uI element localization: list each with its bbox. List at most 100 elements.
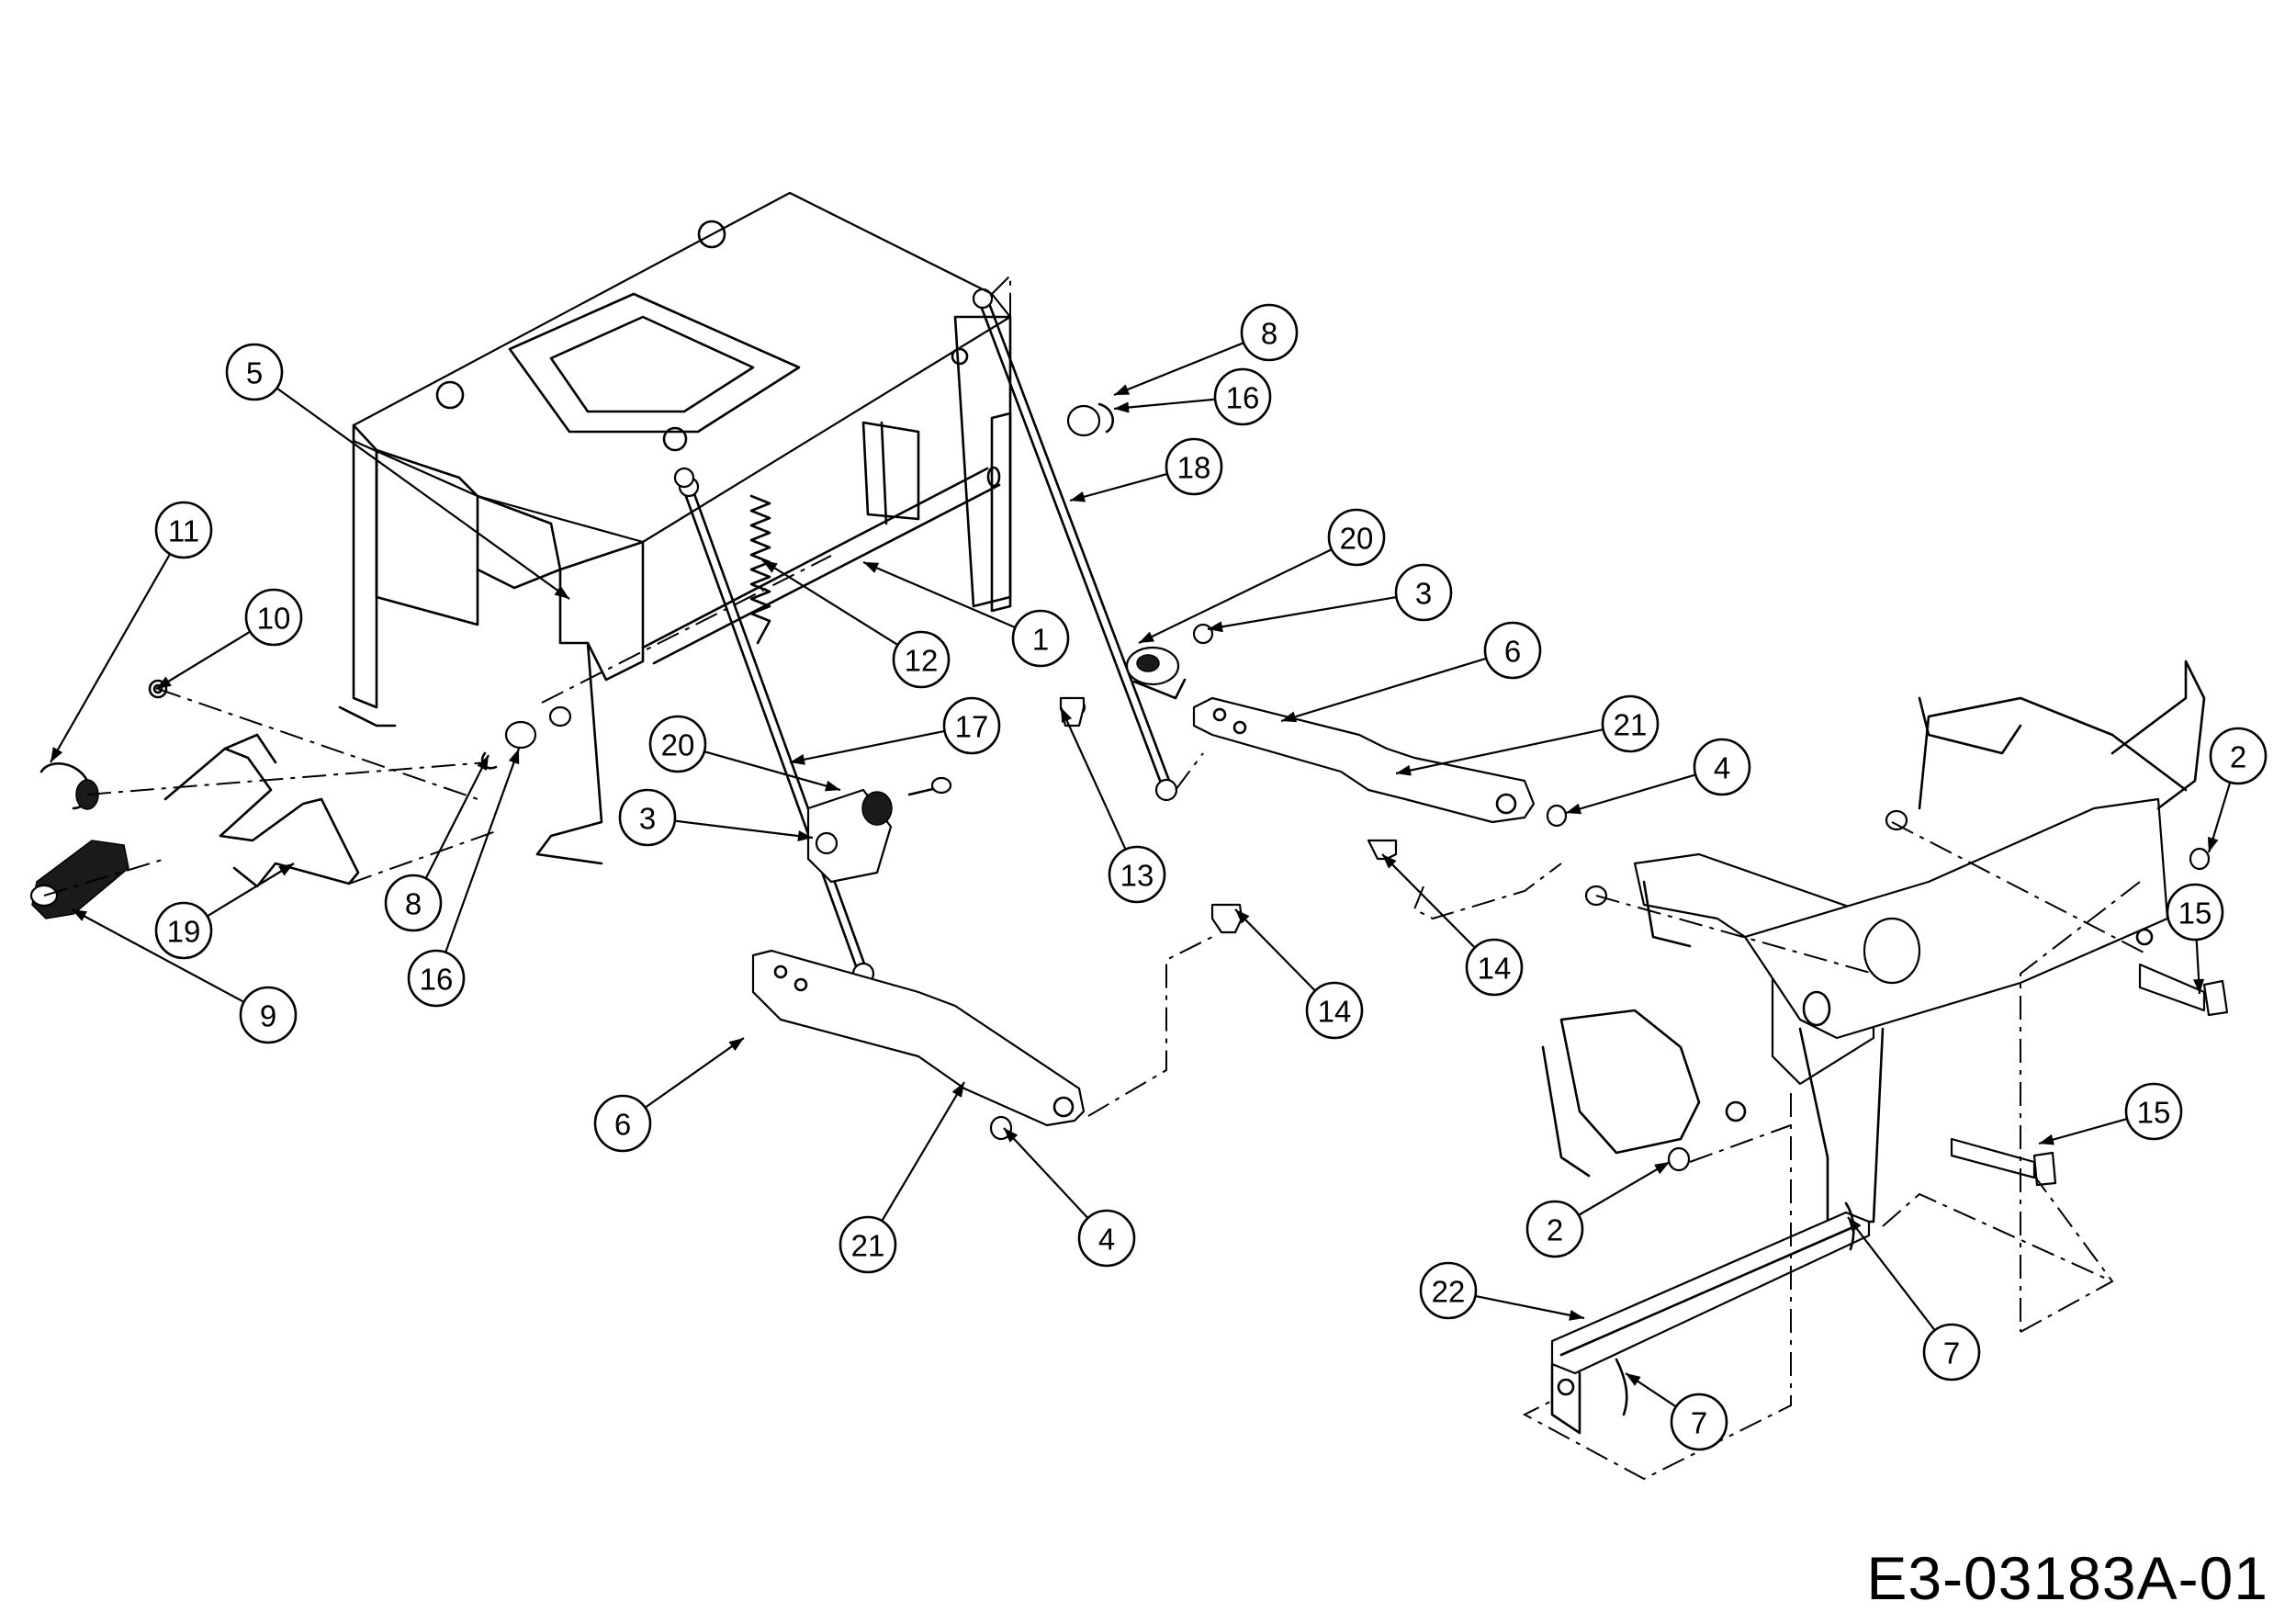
callout-number: 4 [1098, 1223, 1115, 1257]
callout-18: 18 [1069, 437, 1223, 502]
callout-4: 4 [1565, 738, 1751, 815]
leader-arrowhead [1004, 1128, 1019, 1143]
callout-circle [1011, 609, 1070, 668]
leader-line [761, 559, 899, 647]
callout-number: 3 [1415, 577, 1432, 611]
callout-number: 2 [1547, 1213, 1563, 1247]
callout-4: 4 [1003, 1127, 1136, 1268]
callout-number: 17 [955, 710, 989, 744]
leader-line [1207, 595, 1397, 631]
callout-circle [1693, 738, 1751, 796]
leader-line [862, 560, 1016, 629]
callout-number: 14 [1478, 952, 1512, 986]
control-rods [673, 288, 1178, 986]
callout-7: 7 [1625, 1372, 1728, 1451]
callout-16: 16 [407, 748, 521, 1008]
spring [749, 494, 771, 645]
callout-12: 12 [761, 559, 951, 689]
callout-circle [2124, 1082, 2183, 1141]
callout-2: 2 [1525, 1161, 1671, 1258]
cross-shaft [641, 466, 1001, 665]
callout-number: 21 [851, 1229, 885, 1263]
callout-19: 19 [154, 863, 295, 960]
callout-circle [407, 949, 466, 1008]
callout-number: 16 [1226, 381, 1260, 415]
leader-line [1138, 548, 1333, 644]
leader-line [2038, 1118, 2128, 1145]
lift-arm-left [751, 949, 1086, 1127]
callout-number: 12 [905, 644, 939, 678]
callout-6: 6 [593, 1037, 745, 1153]
pedal-lever [29, 733, 360, 919]
callout-number: 1 [1032, 623, 1049, 657]
axle-bar [1550, 1201, 1871, 1435]
callout-number: 14 [1318, 995, 1352, 1029]
leader-arrowhead [1566, 803, 1582, 815]
callout-circle [225, 343, 284, 401]
leader-line [155, 630, 251, 690]
leader-line [1280, 657, 1487, 723]
front-axle-frame [1541, 660, 2206, 1224]
leader-line [1475, 1294, 1585, 1320]
leader-arrowhead [477, 755, 489, 771]
callout-11: 11 [50, 501, 213, 763]
callout-number: 22 [1432, 1275, 1466, 1309]
leader-arrowhead [790, 753, 805, 765]
leader-arrowhead [1848, 1217, 1862, 1233]
fasteners [989, 696, 1908, 1141]
callout-circle [1483, 621, 1542, 680]
leader-arrowhead [1626, 1373, 1641, 1386]
leader-arrowhead [1235, 909, 1250, 924]
callout-circle [154, 901, 213, 960]
leader-arrowhead [1396, 764, 1412, 776]
leader-line [789, 729, 945, 764]
axle-bolts [1667, 847, 2229, 1187]
callout-number: 21 [1614, 708, 1648, 742]
leader-arrowhead [508, 749, 520, 765]
leader-arrowhead [2193, 978, 2205, 994]
callout-circle [239, 986, 298, 1044]
leader-line [1565, 773, 1696, 815]
leader-line [881, 1081, 965, 1222]
callout-3: 3 [618, 788, 814, 847]
callout-number: 10 [257, 602, 291, 636]
callout-circle [648, 715, 707, 773]
callout-circle [1165, 437, 1223, 496]
callout-circle [244, 588, 303, 647]
callout-number: 6 [1504, 635, 1521, 669]
leader-arrowhead [797, 830, 813, 842]
callout-number: 9 [260, 999, 276, 1033]
callout-9: 9 [71, 908, 298, 1044]
callout-circle [618, 788, 677, 847]
callout-5: 5 [225, 343, 570, 600]
leader-arrowhead [951, 1082, 964, 1098]
drawing-code: E3-03183A-01 [1866, 1544, 2268, 1612]
leader-line [1113, 342, 1244, 397]
leader-arrowhead [1070, 491, 1086, 502]
callout-number: 15 [2178, 897, 2212, 930]
callout-8: 8 [1113, 303, 1299, 397]
callout-circle [1305, 981, 1364, 1040]
leader-arrowhead [762, 560, 778, 573]
callout-7: 7 [1847, 1216, 1981, 1382]
lift-arm-right [1192, 696, 1536, 824]
callout-circle [2209, 727, 2268, 785]
callout-13: 13 [1059, 706, 1166, 904]
callout-1: 1 [862, 560, 1070, 668]
callout-2: 2 [2207, 727, 2268, 853]
leader-arrowhead [1114, 384, 1131, 395]
leader-line [276, 387, 570, 600]
callout-circle [384, 874, 443, 932]
callout-number: 18 [1177, 451, 1211, 485]
leader-line [1113, 398, 1216, 411]
leader-arrowhead [1061, 707, 1073, 724]
callout-17: 17 [789, 696, 1001, 765]
leader-line [644, 1037, 745, 1109]
callout-circle [1394, 563, 1453, 622]
callout-circle [892, 630, 951, 689]
leader-line [50, 553, 172, 763]
leader-line [1847, 1216, 1936, 1331]
callout-21: 21 [838, 1081, 965, 1274]
leader-line [1395, 728, 1604, 775]
leader-arrowhead [2039, 1133, 2055, 1145]
